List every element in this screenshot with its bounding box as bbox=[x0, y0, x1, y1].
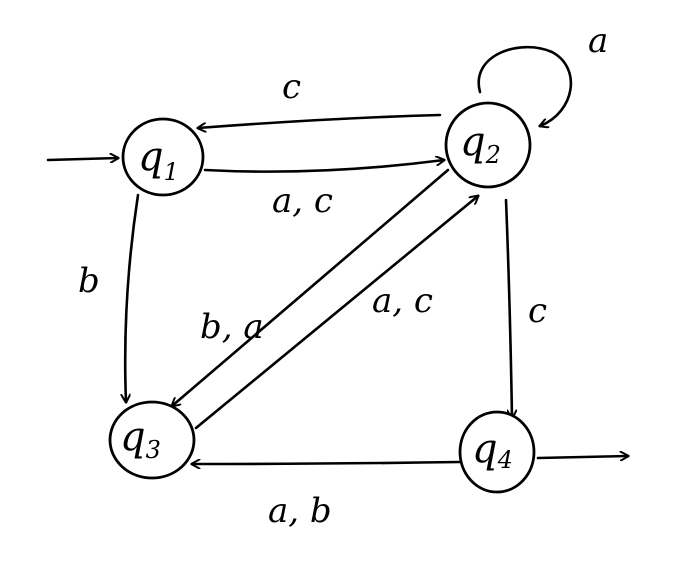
edge-label-q2-q4: c bbox=[528, 291, 547, 331]
edge-label-q2-loop: a bbox=[588, 21, 608, 61]
edge-q1-q2 bbox=[203, 160, 444, 173]
edge-q2-q4 bbox=[504, 198, 512, 418]
edge-label-q2-q3: b, a bbox=[200, 307, 264, 347]
edge-q4-q3 bbox=[192, 462, 462, 464]
state-q2-label: q2 bbox=[460, 119, 501, 169]
state-q2: q2 bbox=[444, 101, 532, 189]
start-arrow bbox=[46, 158, 118, 160]
state-q1-label: q1 bbox=[138, 134, 179, 186]
state-q3-label: q3 bbox=[120, 414, 161, 464]
edge-q2-self-loop bbox=[477, 45, 573, 126]
state-q3: q3 bbox=[108, 400, 196, 480]
edge-q3-q2 bbox=[194, 196, 478, 430]
edge-label-q1-q3: b bbox=[78, 261, 100, 301]
final-arrow bbox=[536, 456, 628, 458]
edge-q2-q1 bbox=[198, 113, 442, 128]
edge-label-q2-q1: c bbox=[282, 67, 301, 107]
edge-q1-q3 bbox=[125, 193, 140, 402]
edge-label-q3-q2: a, c bbox=[372, 281, 433, 321]
edge-label-q1-q2: a, c bbox=[272, 181, 333, 221]
edge-q2-q3 bbox=[172, 168, 450, 406]
edge-label-q4-q3: a, b bbox=[268, 491, 332, 531]
state-q4: q4 bbox=[458, 410, 536, 494]
state-q4-label: q4 bbox=[472, 426, 513, 474]
state-q1: q1 bbox=[121, 117, 205, 197]
